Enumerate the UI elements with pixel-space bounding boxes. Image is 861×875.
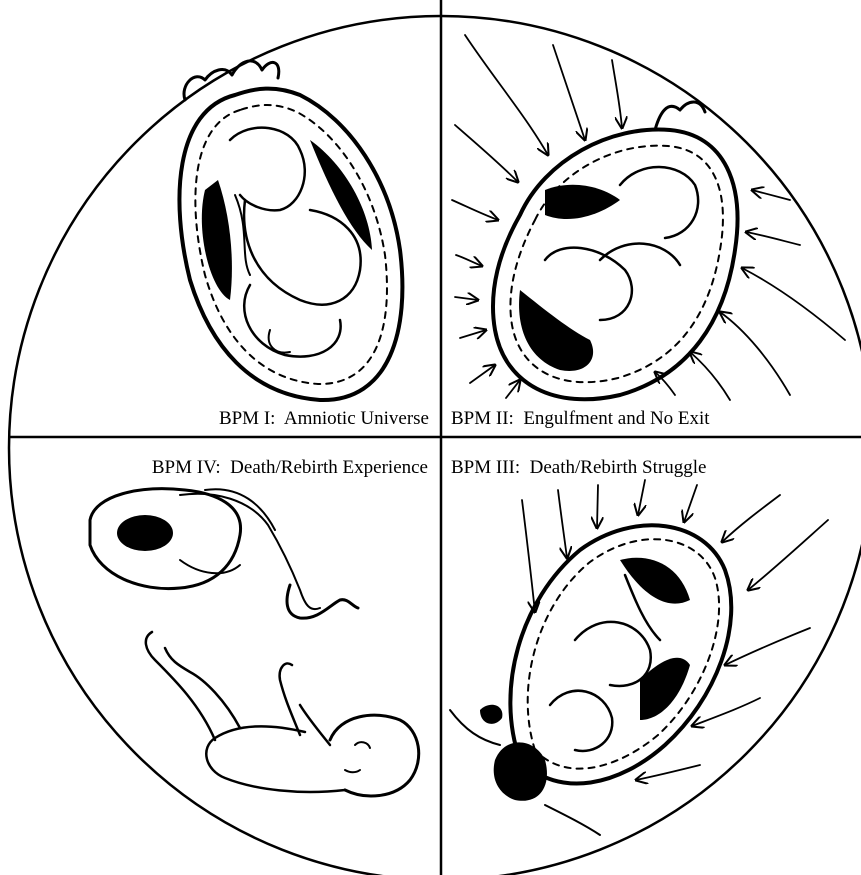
- womb-illustration-bpm2: [452, 35, 845, 400]
- label-bpm1: BPM I: Amniotic Universe: [219, 408, 429, 429]
- outer-circle: [9, 16, 861, 875]
- label-bpm2: BPM II: Engulfment and No Exit: [451, 408, 710, 429]
- womb-illustration-bpm1: [179, 61, 402, 400]
- newborn-illustration: [146, 632, 419, 796]
- womb-illustration-bpm3: [450, 480, 828, 835]
- label-bpm3: BPM III: Death/Rebirth Struggle: [451, 457, 706, 478]
- label-bpm4: BPM IV: Death/Rebirth Experience: [152, 457, 428, 478]
- placenta-illustration: [90, 489, 358, 618]
